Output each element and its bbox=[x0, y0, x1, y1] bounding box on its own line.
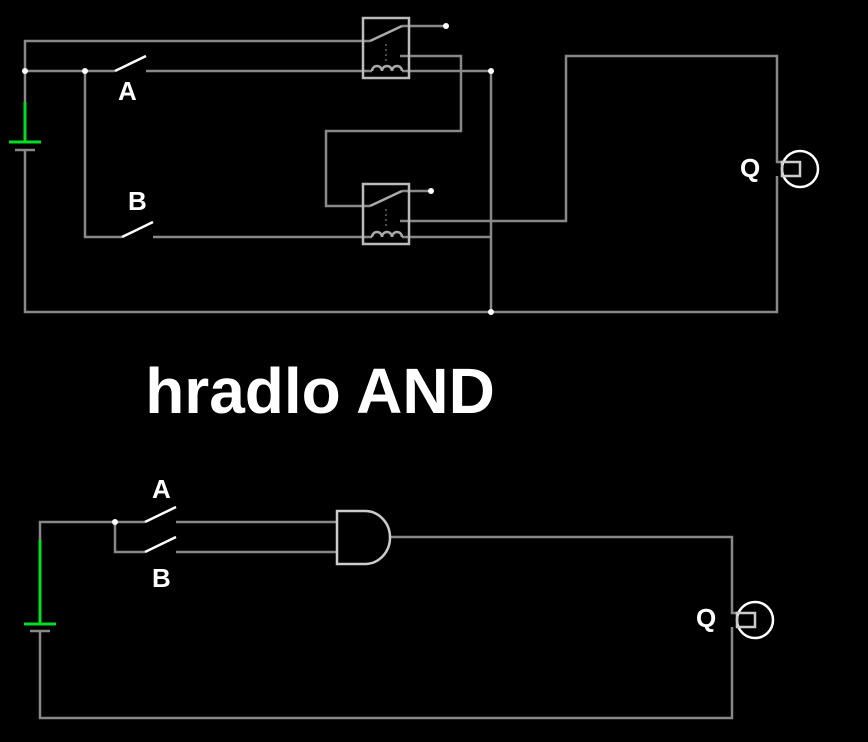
battery bbox=[9, 102, 41, 152]
lamp-q bbox=[780, 149, 820, 189]
wire bbox=[83, 71, 491, 239]
switch-b[interactable] bbox=[144, 535, 177, 554]
wire bbox=[324, 54, 463, 208]
page-title: hradlo AND bbox=[145, 355, 495, 427]
junction-dot bbox=[112, 519, 118, 525]
switch-b[interactable] bbox=[121, 220, 154, 239]
wire bbox=[400, 54, 782, 223]
switch-b-label: B bbox=[152, 563, 171, 593]
lamp-q bbox=[735, 600, 775, 640]
switch-a[interactable] bbox=[114, 54, 147, 73]
output-q-label: Q bbox=[740, 153, 760, 183]
switch-a-label: A bbox=[152, 474, 171, 504]
switch-a[interactable] bbox=[144, 505, 177, 524]
wire bbox=[390, 535, 737, 615]
battery bbox=[24, 540, 56, 633]
output-q-label: Q bbox=[696, 603, 716, 633]
wire bbox=[113, 522, 337, 554]
wire bbox=[23, 39, 370, 102]
wire bbox=[23, 150, 779, 314]
and-gate bbox=[335, 509, 392, 566]
wire bbox=[38, 627, 734, 720]
relay-circuit: A B Q bbox=[9, 16, 820, 315]
relay-2 bbox=[361, 182, 411, 246]
switch-a-label: A bbox=[118, 76, 137, 106]
gate-circuit: A B Q bbox=[24, 474, 775, 720]
switch-b-label: B bbox=[128, 186, 147, 216]
relay-1 bbox=[361, 16, 411, 80]
wire bbox=[38, 520, 337, 540]
junction-dots bbox=[22, 23, 494, 315]
